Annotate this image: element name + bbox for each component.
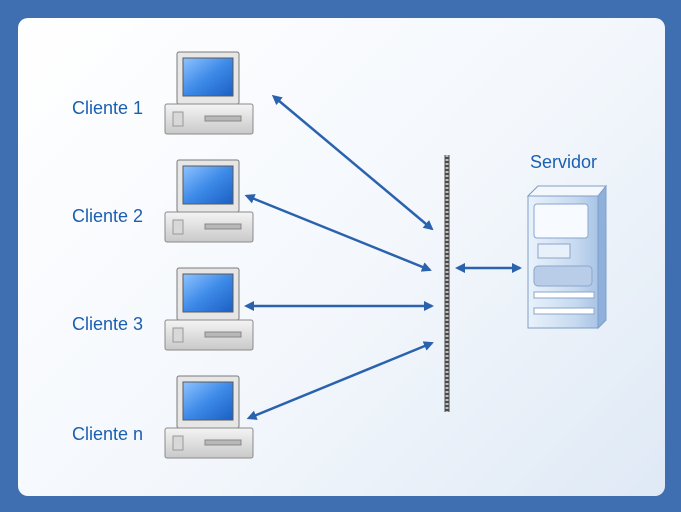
computer-icon-n bbox=[164, 375, 254, 459]
server-icon bbox=[526, 184, 608, 330]
arrow-client-2 bbox=[244, 194, 432, 272]
arrow-client-1 bbox=[271, 94, 434, 231]
client-label-3: Cliente 3 bbox=[72, 314, 144, 334]
computer-icon-2 bbox=[164, 159, 254, 243]
client-label-1: Cliente 1 bbox=[72, 98, 144, 118]
computer-icon-3 bbox=[164, 267, 254, 351]
client-label-n: Cliente n bbox=[72, 424, 144, 444]
server-label: Servidor bbox=[530, 152, 598, 172]
arrow-client-n bbox=[246, 341, 434, 420]
computer-icon-1 bbox=[164, 51, 254, 135]
client-label-2: Cliente 2 bbox=[72, 206, 144, 226]
